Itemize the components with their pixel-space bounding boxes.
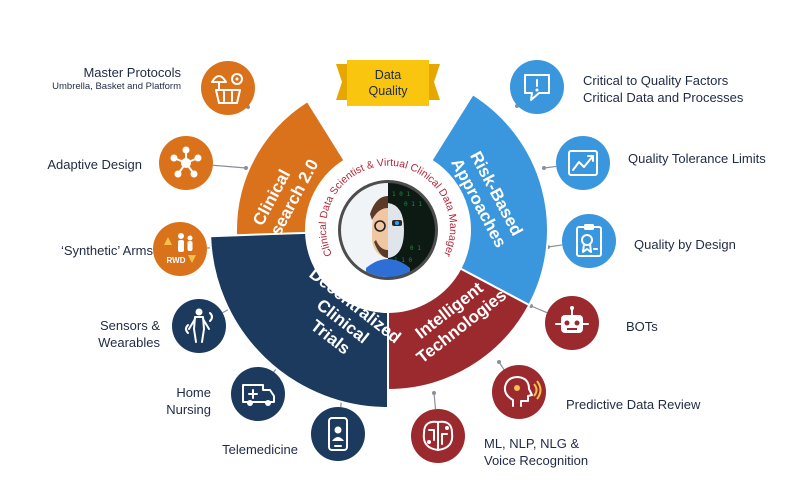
svg-text:1 1 0: 1 1 0: [394, 257, 412, 264]
label-line: Telemedicine: [222, 442, 298, 457]
label-quality-by-design: Quality by Design: [634, 236, 736, 253]
label-line: Quality Tolerance Limits: [628, 151, 766, 166]
label-line: Home: [176, 385, 211, 400]
svg-text:0 1: 0 1: [410, 245, 421, 252]
connector-dot-ml-nlp: [432, 391, 436, 395]
label-sensors: Sensors & Wearables: [98, 317, 160, 351]
label-adaptive-design: Adaptive Design: [47, 156, 142, 173]
label-line: Master Protocols: [83, 65, 181, 80]
alert-bubble-icon: [510, 60, 564, 114]
svg-text:1 0 1: 1 0 1: [392, 191, 410, 198]
ai-head-icon: [492, 365, 546, 419]
umbrella-basket-gear-icon: [201, 61, 255, 115]
segment-decentralized: [209, 231, 389, 410]
label-bots: BOTs: [626, 318, 658, 335]
svg-text:RWD: RWD: [167, 256, 186, 265]
label-line: Critical to Quality Factors: [583, 73, 729, 88]
label-line: ML, NLP, NLG &: [484, 436, 580, 451]
label-telemedicine: Telemedicine: [222, 441, 298, 458]
label-line: Predictive Data Review: [566, 397, 701, 412]
label-line: Voice Recognition: [484, 453, 589, 468]
robot-icon: [545, 296, 599, 350]
connector-dot-quality-tolerance: [542, 166, 546, 170]
phone-doctor-icon: [311, 407, 365, 461]
label-line: Quality by Design: [634, 237, 736, 252]
label-predictive-review: Predictive Data Review: [566, 396, 700, 413]
label-line: Wearables: [98, 335, 160, 350]
svg-text:0 1 1: 0 1 1: [404, 201, 422, 208]
brain-circuit-icon: [411, 409, 465, 463]
label-line: Adaptive Design: [47, 157, 142, 172]
label-synthetic-arms: ‘Synthetic’ Arms: [61, 242, 153, 259]
label-quality-tolerance: Quality Tolerance Limits: [628, 150, 766, 167]
connector-adaptive-design: [212, 164, 247, 169]
connector-quality-by-design: [547, 244, 563, 248]
body-sensor-icon: [172, 299, 226, 353]
ambulance-icon: [231, 367, 285, 421]
sublabel-master-protocols: Umbrella, Basket and Platform: [52, 81, 181, 92]
label-line: Sensors &: [100, 318, 160, 333]
connector-quality-tolerance: [543, 165, 557, 169]
network-hub-icon: [159, 136, 213, 190]
connector-bots: [530, 305, 548, 314]
connector-dot-adaptive-design: [244, 166, 248, 170]
trend-chart-icon: [556, 136, 610, 190]
label-line: ‘Synthetic’ Arms: [61, 243, 153, 258]
label-line: Critical Data and Processes: [583, 90, 744, 105]
center-hub: Clinical Data Scientist & Virtual Clinic…: [315, 157, 461, 303]
label-ml-nlp: ML, NLP, NLG & Voice Recognition: [484, 435, 588, 469]
rwd-people-icon: RWD: [153, 222, 207, 276]
item-icons: RWD: [153, 60, 616, 463]
label-line: BOTs: [626, 319, 658, 334]
connector-dot-predictive-review: [497, 360, 501, 364]
connector-ml-nlp: [433, 392, 437, 410]
label-line: Nursing: [166, 402, 211, 417]
segment-intelligent: [387, 267, 531, 392]
segment-risk-based: [430, 92, 549, 307]
clipboard-award-icon: [562, 214, 616, 268]
